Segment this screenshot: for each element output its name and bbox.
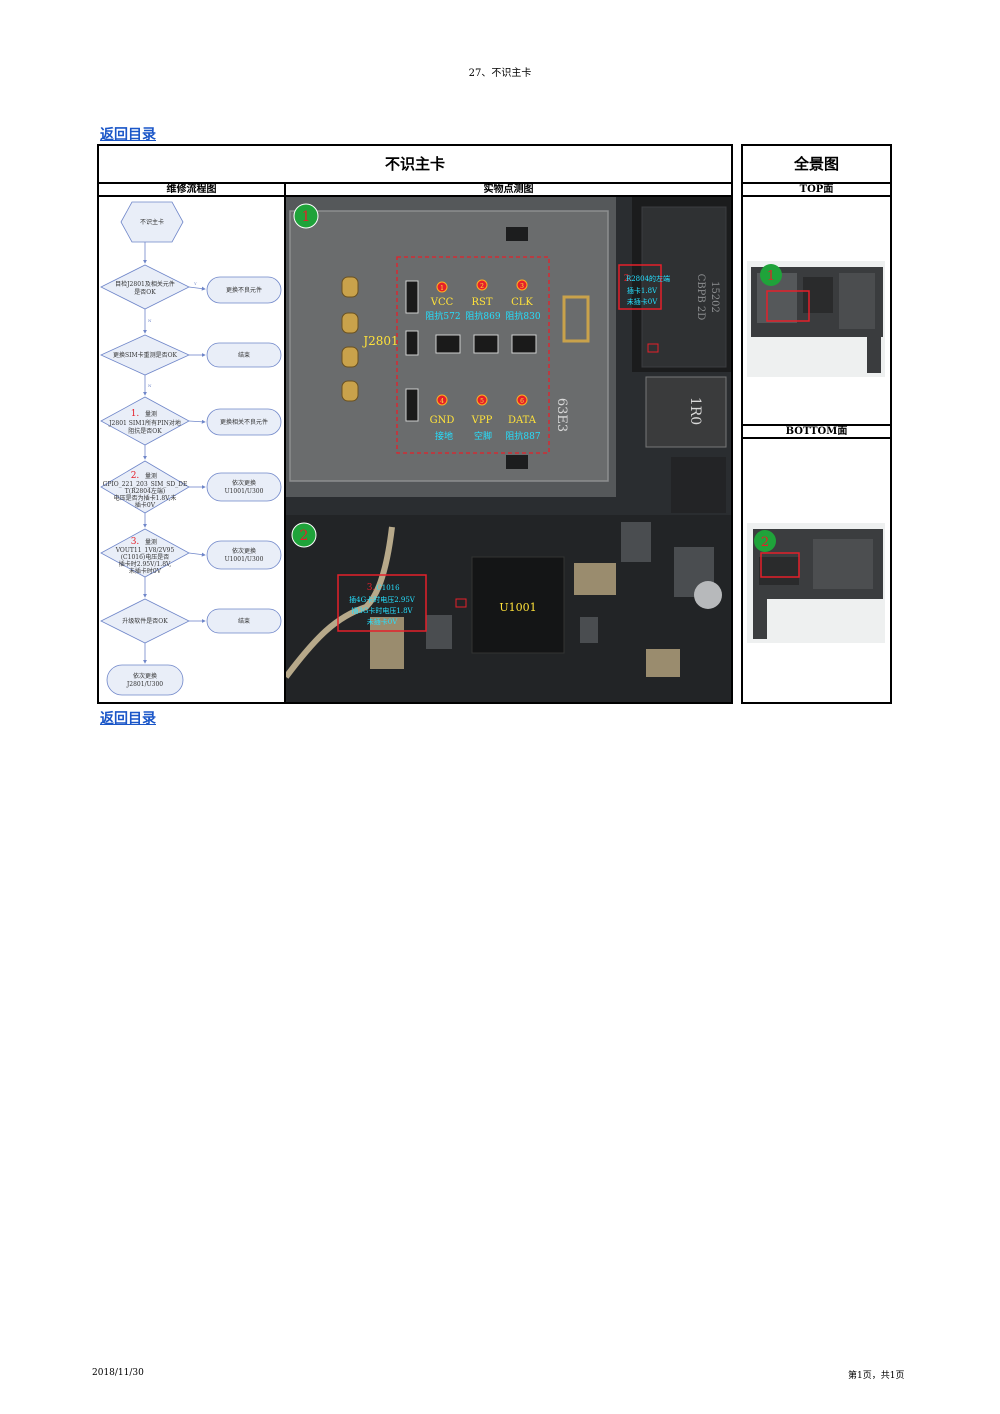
- flow-q5-num: 3.: [131, 537, 140, 547]
- flow-action-4: [206, 472, 282, 502]
- footer-page-number: 第1页，共1页: [848, 1371, 905, 1381]
- c1016-note-num: 3.: [367, 583, 376, 593]
- flow-q4-line2: GPIO_221_203_SIM_SD_DE: [103, 481, 188, 488]
- panorama-bottom-panel: 2: [741, 437, 892, 704]
- table-title: 不识主卡: [97, 144, 733, 184]
- flow-end-node: [106, 664, 184, 696]
- pin-gnd-name: GND: [430, 415, 455, 426]
- panorama-top-panel: 1: [741, 195, 892, 426]
- pin-marker-6: 6: [520, 398, 524, 405]
- flowchart-diagram: 不识主卡 目检J2801及相关元件 是否OK 更换不良元件 更换SIM卡重测是否…: [100, 201, 282, 696]
- flow-q3-line1: 量测: [145, 410, 157, 418]
- pin-vcc-impedance: 阻抗572: [425, 310, 460, 322]
- back-to-contents-link-top[interactable]: 返回目录: [100, 127, 156, 143]
- pin-data-name: DATA: [508, 415, 537, 426]
- r2804-note-line3: 未插卡0V: [627, 297, 658, 306]
- flow-q1-line2: 是否OK: [134, 289, 156, 296]
- flow-q1-line1: 目检J2801及相关元件: [115, 280, 175, 288]
- flow-a4-line2: U1001/U300: [225, 488, 264, 495]
- r2804-note-line2: 插卡1.8V: [627, 286, 658, 295]
- flow-end-line2: J2801/U300: [126, 681, 163, 688]
- pin-marker-4: 4: [440, 398, 444, 405]
- photo-badge-1: 1: [302, 209, 311, 225]
- flow-q5-line2: VOUT11_1V8/2V95: [115, 547, 175, 554]
- page-header-title: 27、不识主卡: [468, 68, 532, 79]
- flow-q4-line4: 电压是否为插卡1.8V,未: [114, 494, 177, 502]
- flow-action-1: [206, 276, 282, 304]
- flow-q3-line2: J2801 SIM1所有PIN对地: [108, 419, 181, 427]
- panorama-top-image: 1: [747, 261, 885, 377]
- photo-panel: 1 2 J2801 VCC RST CLK 阻抗572 阻抗869 阻抗830 …: [284, 195, 733, 704]
- footer-date: 2018/11/30: [92, 1368, 144, 1378]
- pin-gnd-impedance: 接地: [435, 430, 453, 442]
- flow-label-n2: N: [148, 383, 152, 388]
- flow-q3-num: 1.: [131, 409, 140, 419]
- c1016-note-line2: 插4G卡时电压2.95V: [349, 595, 416, 604]
- flow-q3-line3: 阻抗是否OK: [128, 427, 162, 435]
- flow-q4-line5: 插卡0V: [135, 501, 156, 509]
- pin-data-impedance: 阻抗887: [505, 430, 540, 442]
- connector-label: J2801: [361, 334, 398, 348]
- flow-q4-num: 2.: [131, 471, 140, 481]
- panorama-bottom-badge: 2: [761, 535, 769, 550]
- pin-clk-name: CLK: [511, 297, 533, 308]
- flow-q4-line3: T(R2804左端): [125, 487, 165, 495]
- pin-vcc-name: VCC: [430, 297, 454, 308]
- pin-rst-name: RST: [471, 297, 492, 308]
- c1016-note-line4: 未插卡0V: [367, 617, 398, 626]
- flow-a6-text: 结束: [238, 617, 250, 625]
- chip-mark-63e3: 63E3: [554, 398, 569, 432]
- flowchart-panel: 不识主卡 目检J2801及相关元件 是否OK 更换不良元件 更换SIM卡重测是否…: [97, 195, 286, 704]
- flow-q5-line3: (C1016)电压是否: [121, 553, 170, 561]
- pcb-photo: 1 2 J2801 VCC RST CLK 阻抗572 阻抗869 阻抗830 …: [286, 197, 731, 702]
- pin-vpp-name: VPP: [471, 415, 493, 426]
- flow-q2-line1: 更换SIM卡重测是否OK: [113, 351, 178, 359]
- flow-label-n1: N: [148, 318, 152, 323]
- flow-q5-line4: 插卡时2.95V/1.8V,: [119, 560, 172, 568]
- flow-a5-line1: 依次更换: [232, 547, 256, 555]
- pin-marker-3: 3: [520, 283, 524, 290]
- chip-label-u1001: U1001: [499, 601, 536, 614]
- flow-action-2: [206, 342, 282, 368]
- pin-rst-impedance: 阻抗869: [465, 310, 500, 322]
- back-to-contents-link-bottom[interactable]: 返回目录: [100, 711, 156, 727]
- flow-action-3: [206, 408, 282, 436]
- panorama-top-badge: 1: [767, 269, 775, 284]
- pin-marker-5: 5: [480, 398, 484, 405]
- board-text-15202: 15202: [709, 281, 720, 313]
- pin-marker-1: 1: [440, 285, 444, 292]
- flow-a1-text: 更换不良元件: [226, 286, 262, 294]
- pin-clk-impedance: 阻抗830: [505, 310, 540, 322]
- flow-a3-text: 更换相关不良元件: [220, 418, 268, 426]
- board-text-cbpb: CBPB 2D: [695, 274, 706, 321]
- pin-vpp-impedance: 空脚: [474, 430, 492, 442]
- c1016-note-line3: 插3G卡时电压1.8V: [351, 606, 413, 615]
- flow-a2-text: 结束: [238, 351, 250, 359]
- flow-end-line1: 依次更换: [133, 672, 157, 680]
- board-text-1r0: 1R0: [687, 397, 703, 425]
- photo-badge-2: 2: [300, 528, 309, 544]
- flow-label-y1: Y: [193, 281, 197, 286]
- flow-start-node: [120, 201, 184, 243]
- r2804-note-line1: R2804的左端: [626, 274, 670, 283]
- flow-action-5: [206, 540, 282, 570]
- flow-action-6: [206, 608, 282, 634]
- flow-q4-line1: 量测: [145, 472, 157, 480]
- pin-marker-2: 2: [480, 283, 484, 290]
- c1016-note-line1: C1016: [376, 584, 400, 592]
- panorama-title: 全景图: [741, 144, 892, 184]
- flow-q5-line1: 量测: [145, 538, 157, 546]
- flow-start-text: 不识主卡: [140, 218, 164, 226]
- r2804-note-num: 2.: [624, 274, 633, 284]
- flow-a5-line2: U1001/U300: [225, 556, 264, 563]
- flow-q6-line1: 升级软件是否OK: [122, 617, 168, 625]
- panorama-bottom-image: 2: [747, 523, 885, 643]
- flow-a4-line1: 依次更换: [232, 479, 256, 487]
- flow-q5-line5: 未插卡时0V: [129, 567, 162, 575]
